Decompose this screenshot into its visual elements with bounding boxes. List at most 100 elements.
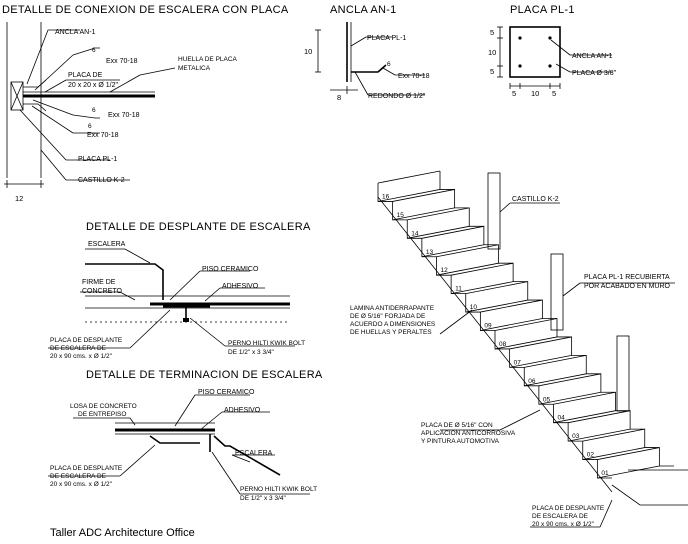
step-edge — [436, 244, 499, 258]
desplante-perno-1: PERNO HILTI KWIK BOLT — [228, 340, 305, 347]
step-number: 10 — [470, 304, 478, 311]
conexion-placa-dims: 20 x 20 x Ø 1/2" — [68, 82, 118, 89]
step-nosing — [509, 354, 572, 368]
step-nosing — [451, 281, 514, 295]
step-edge — [465, 281, 528, 295]
step-number: 12 — [441, 267, 449, 274]
step-edge — [582, 428, 645, 442]
terminacion-placa-1: PLACA DE DESPLANTE — [50, 465, 123, 472]
step-edge — [421, 225, 484, 239]
stair-pd-2: DE ESCALERA DE — [532, 513, 589, 520]
stringer-front — [377, 183, 612, 479]
placa-dim-b5a: 5 — [512, 89, 516, 98]
step-number: 02 — [587, 452, 595, 459]
conexion-placa-de: PLACA DE — [68, 72, 103, 79]
terminacion-adhesivo: ADHESIVO — [224, 407, 261, 414]
terminacion-perno-1: PERNO HILTI KWIK BOLT — [240, 486, 317, 493]
step-nosing — [480, 318, 543, 331]
step-edge — [392, 189, 455, 202]
step-number: 01 — [601, 470, 609, 477]
step-nosing — [524, 373, 587, 387]
step-number: 14 — [411, 230, 419, 237]
conexion-huella-2: METALICA — [178, 65, 211, 72]
step-number: 07 — [514, 359, 522, 366]
desplante-escalera: ESCALERA — [88, 241, 126, 248]
conexion-castillo: CASTILLO K-2 — [78, 177, 125, 184]
placa-dim-5b: 5 — [490, 67, 494, 76]
placa-dim-b10: 10 — [531, 89, 539, 98]
step-nosing — [538, 391, 601, 405]
step-number: 15 — [397, 212, 405, 219]
step-edge — [597, 447, 660, 460]
step-nosing — [494, 336, 558, 350]
title-terminacion: DETALLE DE TERMINACION DE ESCALERA — [86, 369, 323, 381]
desplante-adhesivo: ADHESIVO — [222, 283, 259, 290]
step-nosing — [553, 410, 616, 424]
stair-pd-1: PLACA DE DESPLANTE — [532, 505, 605, 512]
stair-lam-1: LAMINA ANTIDERRAPANTE — [350, 305, 435, 312]
placa-placa-label: PLACA Ø 3/8" — [572, 70, 617, 77]
stair-pl516-1: PLACA DE Ø 5/16" CON — [421, 422, 493, 429]
stair-pl-1: PLACA PL-1 RECUBIERTA — [584, 274, 670, 281]
step-edge — [377, 170, 441, 184]
step-edge — [538, 373, 601, 387]
conexion-weld-6b: 6 — [92, 107, 96, 114]
stair-pl-2: POR ACABADO EN MURO — [584, 283, 671, 290]
title-desplante: DETALLE DE DESPLANTE DE ESCALERA — [86, 221, 311, 233]
desplante-piso: PISO CERAMICO — [202, 266, 259, 273]
step-nosing — [377, 189, 441, 202]
placa-ancla-label: ANCLA AN-1 — [572, 53, 613, 60]
conexion-exx3: Exx 70-18 — [87, 132, 119, 139]
step-nosing — [465, 299, 528, 313]
stair-castillo: CASTILLO K-2 — [512, 196, 559, 203]
stringer-back — [439, 171, 674, 467]
step-nosing — [421, 244, 484, 258]
title-ancla: ANCLA AN-1 — [330, 4, 397, 16]
step-number: 09 — [484, 323, 492, 330]
step-nosing — [568, 428, 631, 442]
placa-dim-b5b: 5 — [552, 89, 556, 98]
step-edge — [524, 354, 587, 368]
step-edge — [451, 262, 514, 276]
terminacion-losa-1: LOSA DE CONCRETO — [70, 403, 137, 410]
step-number: 04 — [558, 415, 566, 422]
ancla-redondo: REDONDO Ø 1/2" — [368, 93, 426, 100]
conexion-dim-12: 12 — [15, 194, 23, 203]
title-placa: PLACA PL-1 — [510, 4, 575, 16]
stair-lam-2: DE Ø 5/16" FORJADA DE — [350, 313, 426, 320]
step-nosing — [392, 207, 455, 221]
conexion-weld-6c: 6 — [88, 123, 92, 130]
ancla-weld-6: 6 — [387, 61, 391, 68]
terminacion-escalera: ESCALERA — [235, 450, 273, 457]
conexion-weld-6a: 6 — [92, 47, 96, 54]
step-edge — [568, 410, 631, 424]
step-edge — [494, 318, 558, 331]
ancla-exx: Exx 70-18 — [398, 73, 430, 80]
stair-leaders — [439, 202, 675, 528]
step-edge — [553, 391, 616, 405]
terminacion-placa-3: 20 x 90 cms. x Ø 1/2" — [50, 481, 113, 488]
placa-dim-5a: 5 — [490, 28, 494, 37]
desplante-placa-2: DE ESCALERA DE — [50, 345, 107, 352]
ancla-placa-label: PLACA PL-1 — [367, 35, 406, 42]
conexion-detail — [4, 22, 176, 188]
ancla-dim-10: 10 — [304, 47, 312, 56]
step-edge — [509, 336, 572, 350]
stringer-underside — [377, 196, 613, 493]
stair-pl516-3: Y PINTURA AUTOMOTIVA — [421, 438, 500, 445]
step-edge — [407, 207, 470, 221]
placa-detail — [497, 26, 612, 89]
step-nosing — [436, 262, 499, 276]
desplante-firme-2: CONCRETO — [82, 288, 122, 295]
step-number: 11 — [455, 286, 462, 293]
step-number: 08 — [499, 341, 507, 348]
terminacion-placa-2: DE ESCALERA DE — [50, 473, 107, 480]
stair-pd-3: 20 x 90 cms. x Ø 1/2" — [532, 521, 595, 528]
ancla-detail — [315, 22, 425, 96]
step-number: 13 — [426, 249, 434, 256]
step-nosing — [597, 465, 660, 479]
desplante-perno-2: DE 1/2" x 3 3/4" — [228, 349, 274, 356]
stair-lam-4: DE HUELLAS Y PERALTES — [350, 329, 432, 336]
